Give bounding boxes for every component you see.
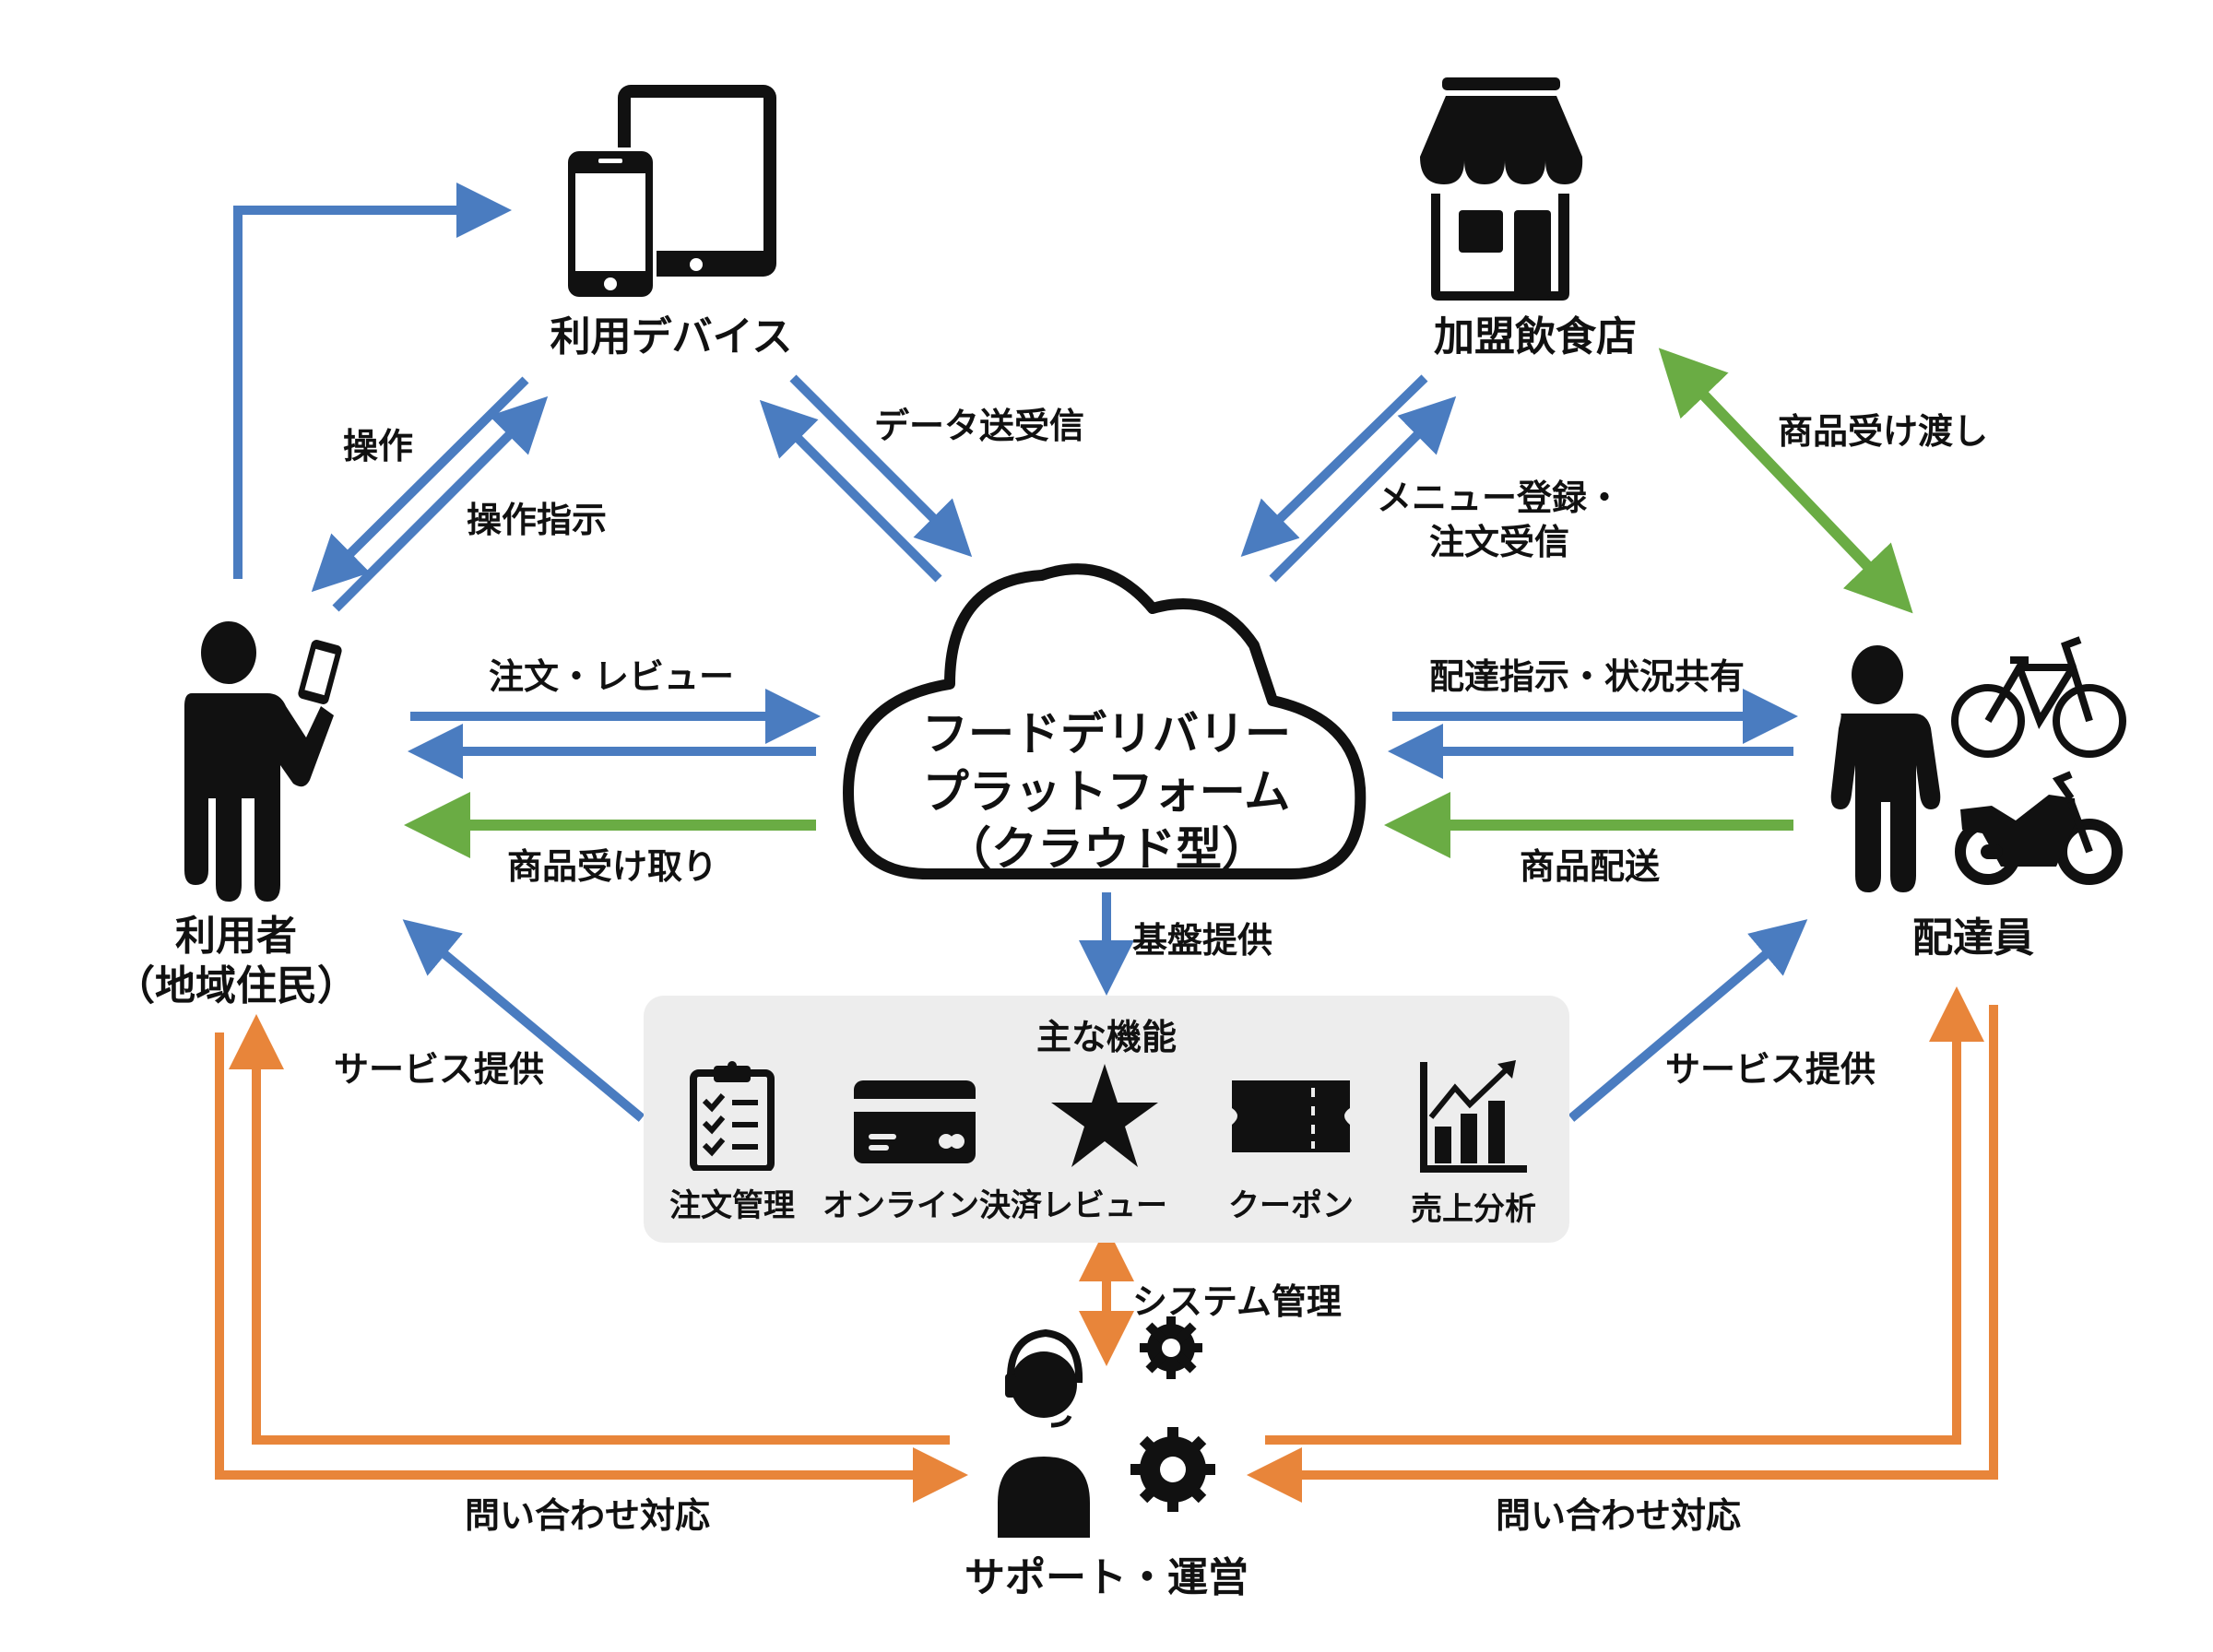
arrow-support-to-courier-outer (1247, 1005, 1998, 1503)
edge-label-order-review: 注文・レビュー (489, 656, 735, 697)
edge-label-menu-register: メニュー登録・ (1376, 478, 1623, 518)
gear-icon (1140, 1316, 1202, 1379)
user-label: 利用者 (175, 913, 297, 960)
feature-sales-analysis: 売上分析 (1381, 1060, 1566, 1229)
feature-label: 注文管理 (669, 1187, 795, 1224)
clipboard-checklist-icon (690, 1061, 775, 1171)
bicycle-icon (1951, 636, 2126, 758)
feature-label: クーポン (1228, 1187, 1354, 1224)
arrow-support-to-user-outer (215, 1032, 968, 1503)
star-icon (1051, 1064, 1158, 1167)
edge-label-inquiry-courier: 問い合わせ対応 (1496, 1495, 1742, 1536)
arrow-platform-to-restaurant (1269, 395, 1457, 583)
edge-label-service-courier: サービス提供 (1665, 1049, 1876, 1090)
edge-label-infrastructure: 基盤提供 (1132, 920, 1273, 961)
arrow-features-to-user (402, 919, 645, 1122)
arrow-platform-to-device (759, 399, 942, 583)
features-title: 主な機能 (1035, 1017, 1178, 1057)
edge-label-inquiry-user: 問い合わせ対応 (465, 1495, 711, 1536)
credit-card-icon (854, 1080, 976, 1163)
arrow-user-to-device-elbow (233, 183, 512, 579)
feature-label: レビュー (1042, 1187, 1167, 1224)
person-with-bicycle-motorcycle-icon (1830, 636, 2126, 892)
edge-label-delivery-instruction: 配達指示・状況共有 (1429, 656, 1746, 697)
arrow-features-to-courier (1568, 919, 1808, 1122)
device-label: 利用デバイス (550, 313, 793, 360)
edge-label-operate: 操作 (343, 426, 414, 466)
arrow-restaurant-to-platform (1240, 374, 1428, 557)
restaurant-label: 加盟飲食店 (1434, 313, 1637, 360)
feature-order-management: 注文管理 (640, 1060, 824, 1225)
gear-icon (1130, 1427, 1215, 1512)
feature-review: レビュー (1012, 1060, 1197, 1225)
platform-label: フードデリバリー プラットフォーム （クラウド型） (922, 705, 1291, 879)
platform-label-line3: （クラウド型） (945, 822, 1268, 876)
arrow-device-to-user (311, 376, 529, 593)
support-label: サポート・運営 (964, 1554, 1249, 1601)
bar-chart-trend-icon (1420, 1060, 1527, 1173)
edge-label-system-management: システム管理 (1132, 1281, 1342, 1322)
arrow-restaurant-courier (1658, 348, 1913, 614)
courier-label: 配達員 (1912, 914, 2034, 962)
edge-label-data-exchange: データ送受信 (874, 406, 1085, 446)
feature-label: オンライン決済 (822, 1187, 1042, 1224)
arrow-device-to-platform (789, 374, 973, 558)
edge-label-goods-delivery: 商品配送 (1520, 846, 1661, 887)
arrow-user-to-device (332, 395, 549, 612)
platform-label-line2: プラットフォーム (922, 764, 1291, 819)
person-with-phone-icon (184, 621, 342, 902)
storefront-icon (1420, 77, 1583, 301)
headset-operator-gears-icon (998, 1316, 1215, 1538)
feature-coupon: クーポン (1199, 1060, 1383, 1225)
arrow-support-to-courier-inner (1265, 986, 1984, 1445)
cloud-icon (843, 563, 1367, 879)
edge-label-goods-handover: 商品受け渡し (1778, 411, 1989, 452)
edge-label-order-receive: 注文受信 (1428, 522, 1570, 562)
edge-label-operate-instruction: 操作指示 (467, 500, 608, 540)
edge-label-goods-receive: 商品受け取り (507, 846, 718, 887)
features-panel: 主な機能 注文管理 オンライン決済 レビュー (644, 996, 1569, 1243)
feature-label: 売上分析 (1411, 1191, 1536, 1228)
edge-label-service-user: サービス提供 (334, 1049, 545, 1090)
user-sublabel: （地域住民） (114, 962, 358, 1009)
ticket-icon (1232, 1080, 1350, 1152)
arrow-support-to-user-inner (229, 1014, 950, 1445)
smartphone-tablet-icon (564, 85, 776, 301)
motorcycle-icon (1955, 771, 2123, 885)
feature-online-payment: オンライン決済 (822, 1060, 1042, 1225)
platform-label-line1: フードデリバリー (922, 707, 1291, 761)
